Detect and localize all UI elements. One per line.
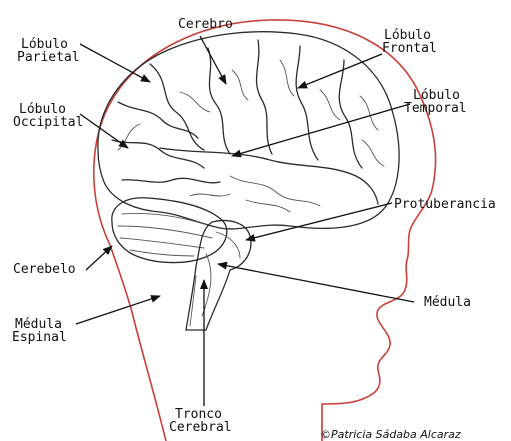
- label-lobulo-occipital-line2: Occipital: [13, 115, 83, 130]
- arrow-cerebelo: [86, 246, 112, 270]
- pointer-arrows: [76, 36, 414, 406]
- arrow-medula-espinal: [76, 296, 160, 324]
- arrow-medula: [218, 264, 414, 302]
- arrow-cerebro: [200, 36, 226, 84]
- arrow-lobulo-temporal: [232, 104, 410, 156]
- brain-stem: [186, 221, 251, 330]
- label-tronco-cerebral-line2: Cerebral: [169, 420, 232, 435]
- arrow-lobulo-frontal: [298, 54, 382, 88]
- neck-back-outline: [110, 245, 166, 441]
- head-outline: [94, 20, 436, 441]
- arrow-lobulo-occipital: [80, 114, 128, 148]
- credit-text: ©Patricia Sádaba Alcaraz: [320, 428, 461, 441]
- label-medula: Médula: [424, 295, 471, 310]
- label-lobulo-temporal-line2: Temporal: [404, 101, 467, 116]
- labels: Cerebro Lóbulo Parietal Lóbulo Frontal L…: [12, 17, 496, 441]
- label-cerebro: Cerebro: [178, 17, 233, 32]
- label-lobulo-parietal-line2: Parietal: [17, 50, 80, 65]
- arrow-lobulo-parietal: [80, 44, 150, 82]
- cerebellum: [112, 198, 227, 263]
- label-cerebelo: Cerebelo: [13, 262, 76, 277]
- label-lobulo-frontal-line2: Frontal: [382, 41, 437, 56]
- cerebrum: [98, 32, 399, 229]
- label-protuberancia: Protuberancia: [394, 197, 496, 212]
- arrow-protuberancia: [246, 203, 392, 240]
- label-medula-espinal-line2: Espinal: [12, 330, 67, 345]
